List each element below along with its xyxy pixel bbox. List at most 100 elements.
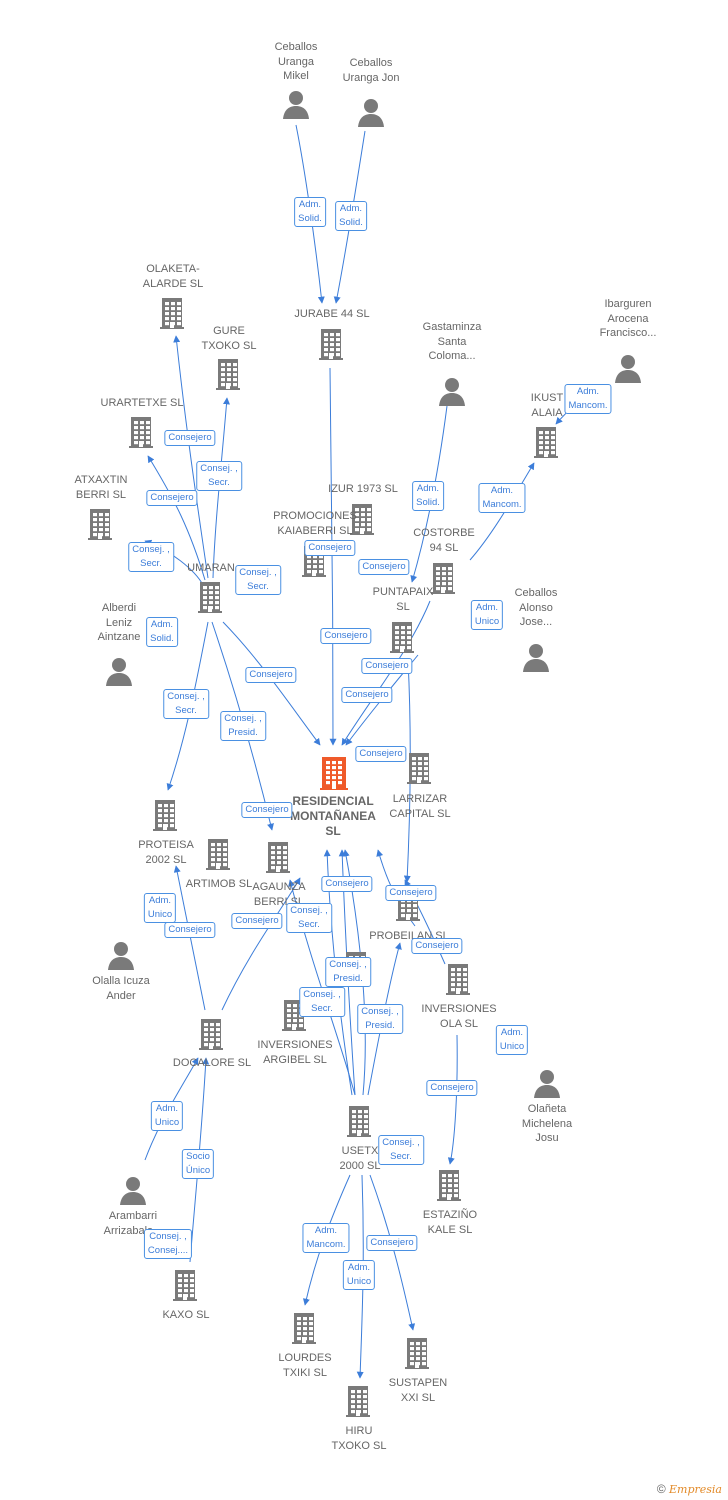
relation-role-badge: Adm. Unico [495, 1025, 529, 1055]
building-icon[interactable] [445, 963, 471, 1000]
building-icon[interactable] [349, 503, 375, 540]
company-label[interactable]: INVERSIONES ARGIBEL SL [257, 1039, 333, 1066]
relation-role-badge: Consej. , Presid. [220, 711, 266, 741]
person-icon[interactable] [118, 1175, 148, 1210]
relation-role-badge: Consejero [366, 1235, 418, 1251]
company-label[interactable]: JURABE 44 SL [294, 308, 370, 320]
relation-role-badge: Socio Único [181, 1149, 215, 1179]
relation-role-badge: Consej. , Secr. [378, 1135, 424, 1165]
relation-role-badge: Consejero [358, 559, 410, 575]
company-label[interactable]: ARTIMOB SL [185, 878, 253, 890]
relation-role-badge: Consej. , Presid. [325, 957, 371, 987]
company-label[interactable]: IKUST ALAIA [530, 392, 564, 419]
relation-role-badge: Consejero [146, 490, 198, 506]
relation-role-badge: Consejero [164, 430, 216, 446]
building-icon[interactable] [128, 416, 154, 453]
relation-role-badge: Adm. Mancom. [302, 1223, 350, 1253]
company-label[interactable]: HIRU TXOKO SL [331, 1425, 387, 1452]
company-label[interactable]: ATXAXTIN BERRI SL [74, 474, 128, 501]
company-label[interactable]: PROMOCIONES KAIABERRI SL [273, 510, 357, 537]
company-label[interactable]: COSTORBE 94 SL [413, 527, 475, 554]
person-label[interactable]: Olalla Icuza Ander [92, 975, 150, 1002]
center-company-icon[interactable] [319, 756, 349, 795]
relation-role-badge: Adm. Mancom. [478, 483, 526, 513]
relation-edge [341, 600, 431, 746]
building-icon[interactable] [406, 752, 432, 789]
person-icon[interactable] [104, 656, 134, 691]
brand-logo[interactable]: Empresia [669, 1483, 722, 1496]
building-icon[interactable] [215, 358, 241, 395]
company-label[interactable]: KAXO SL [162, 1309, 210, 1321]
building-icon[interactable] [265, 841, 291, 878]
company-label[interactable]: DOCALORE SL [172, 1057, 252, 1069]
company-label[interactable]: LARRIZAR CAPITAL SL [389, 793, 451, 820]
company-label[interactable]: URARTETXE SL [100, 397, 184, 409]
relation-role-badge: Consejero [245, 667, 297, 683]
relation-role-badge: Consejero [164, 922, 216, 938]
person-icon[interactable] [106, 940, 136, 975]
company-label[interactable]: PROTEISA 2002 SL [138, 839, 194, 866]
company-label[interactable]: LOURDES TXIKI SL [278, 1352, 332, 1379]
person-label[interactable]: Ceballos Uranga Mikel [274, 41, 318, 82]
building-icon[interactable] [430, 562, 456, 599]
relation-role-badge: Consej. , Consej.... [143, 1229, 193, 1259]
company-label[interactable]: INVERSIONES OLA SL [421, 1003, 497, 1030]
person-icon[interactable] [521, 642, 551, 677]
building-icon[interactable] [87, 508, 113, 545]
relation-role-badge: Consejero [231, 913, 283, 929]
relation-role-badge: Adm. Unico [143, 893, 177, 923]
relation-role-badge: Consejero [355, 746, 407, 762]
relation-role-badge: Consej. , Secr. [196, 461, 242, 491]
relation-role-badge: Consej. , Presid. [357, 1004, 403, 1034]
relation-role-badge: Consej. , Secr. [299, 987, 345, 1017]
relation-role-badge: Adm. Solid. [294, 197, 326, 227]
building-icon[interactable] [345, 1385, 371, 1422]
building-icon[interactable] [198, 1018, 224, 1055]
company-label[interactable]: UMARAN [187, 562, 235, 574]
relation-role-badge: Consej. , Secr. [286, 903, 332, 933]
relation-role-badge: Adm. Solid. [146, 617, 178, 647]
building-icon[interactable] [159, 297, 185, 334]
person-icon[interactable] [356, 97, 386, 132]
person-icon[interactable] [437, 376, 467, 411]
building-icon[interactable] [436, 1169, 462, 1206]
relation-role-badge: Consej. , Secr. [235, 565, 281, 595]
building-icon[interactable] [172, 1269, 198, 1306]
relation-role-badge: Consejero [411, 938, 463, 954]
relation-role-badge: Adm. Unico [342, 1260, 376, 1290]
relation-edge [173, 335, 209, 579]
company-label[interactable]: PUNTAPAIX SL [372, 586, 434, 613]
person-icon[interactable] [613, 353, 643, 388]
relation-edge [221, 877, 301, 1011]
person-label[interactable]: Olañeta Michelena Josu [521, 1103, 573, 1144]
company-label[interactable]: GURE TXOKO SL [201, 325, 257, 352]
person-label[interactable]: Gastaminza Santa Coloma... [422, 321, 482, 362]
building-icon[interactable] [404, 1337, 430, 1374]
person-icon[interactable] [532, 1068, 562, 1103]
person-label[interactable]: Alberdi Leniz Aintzane [97, 602, 141, 643]
building-icon[interactable] [389, 621, 415, 658]
relation-role-badge: Consejero [320, 628, 372, 644]
person-label[interactable]: Ceballos Uranga Jon [342, 57, 400, 84]
company-label[interactable]: SUSTAPEN XXI SL [388, 1377, 448, 1404]
building-icon[interactable] [318, 328, 344, 365]
building-icon[interactable] [205, 838, 231, 875]
building-icon[interactable] [346, 1105, 372, 1142]
company-label[interactable]: IZUR 1973 SL [328, 483, 398, 495]
relation-role-badge: Adm. Solid. [335, 201, 367, 231]
person-icon[interactable] [281, 89, 311, 124]
relation-role-badge: Adm. Unico [150, 1101, 184, 1131]
relation-role-badge: Adm. Solid. [412, 481, 444, 511]
center-company-label[interactable]: RESIDENCIAL MONTAÑANEA SL [290, 794, 376, 838]
building-icon[interactable] [197, 581, 223, 618]
person-label[interactable]: Ibarguren Arocena Francisco... [599, 298, 657, 339]
copyright-symbol: © [656, 1482, 666, 1496]
building-icon[interactable] [291, 1312, 317, 1349]
company-label[interactable]: ESTAZIÑO KALE SL [422, 1209, 478, 1236]
company-label[interactable]: OLAKETA- ALARDE SL [142, 263, 204, 290]
person-label[interactable]: Ceballos Alonso Jose... [514, 587, 558, 628]
building-icon[interactable] [281, 999, 307, 1036]
company-label[interactable]: USETX 2000 SL [339, 1145, 381, 1172]
building-icon[interactable] [533, 426, 559, 463]
building-icon[interactable] [152, 799, 178, 836]
